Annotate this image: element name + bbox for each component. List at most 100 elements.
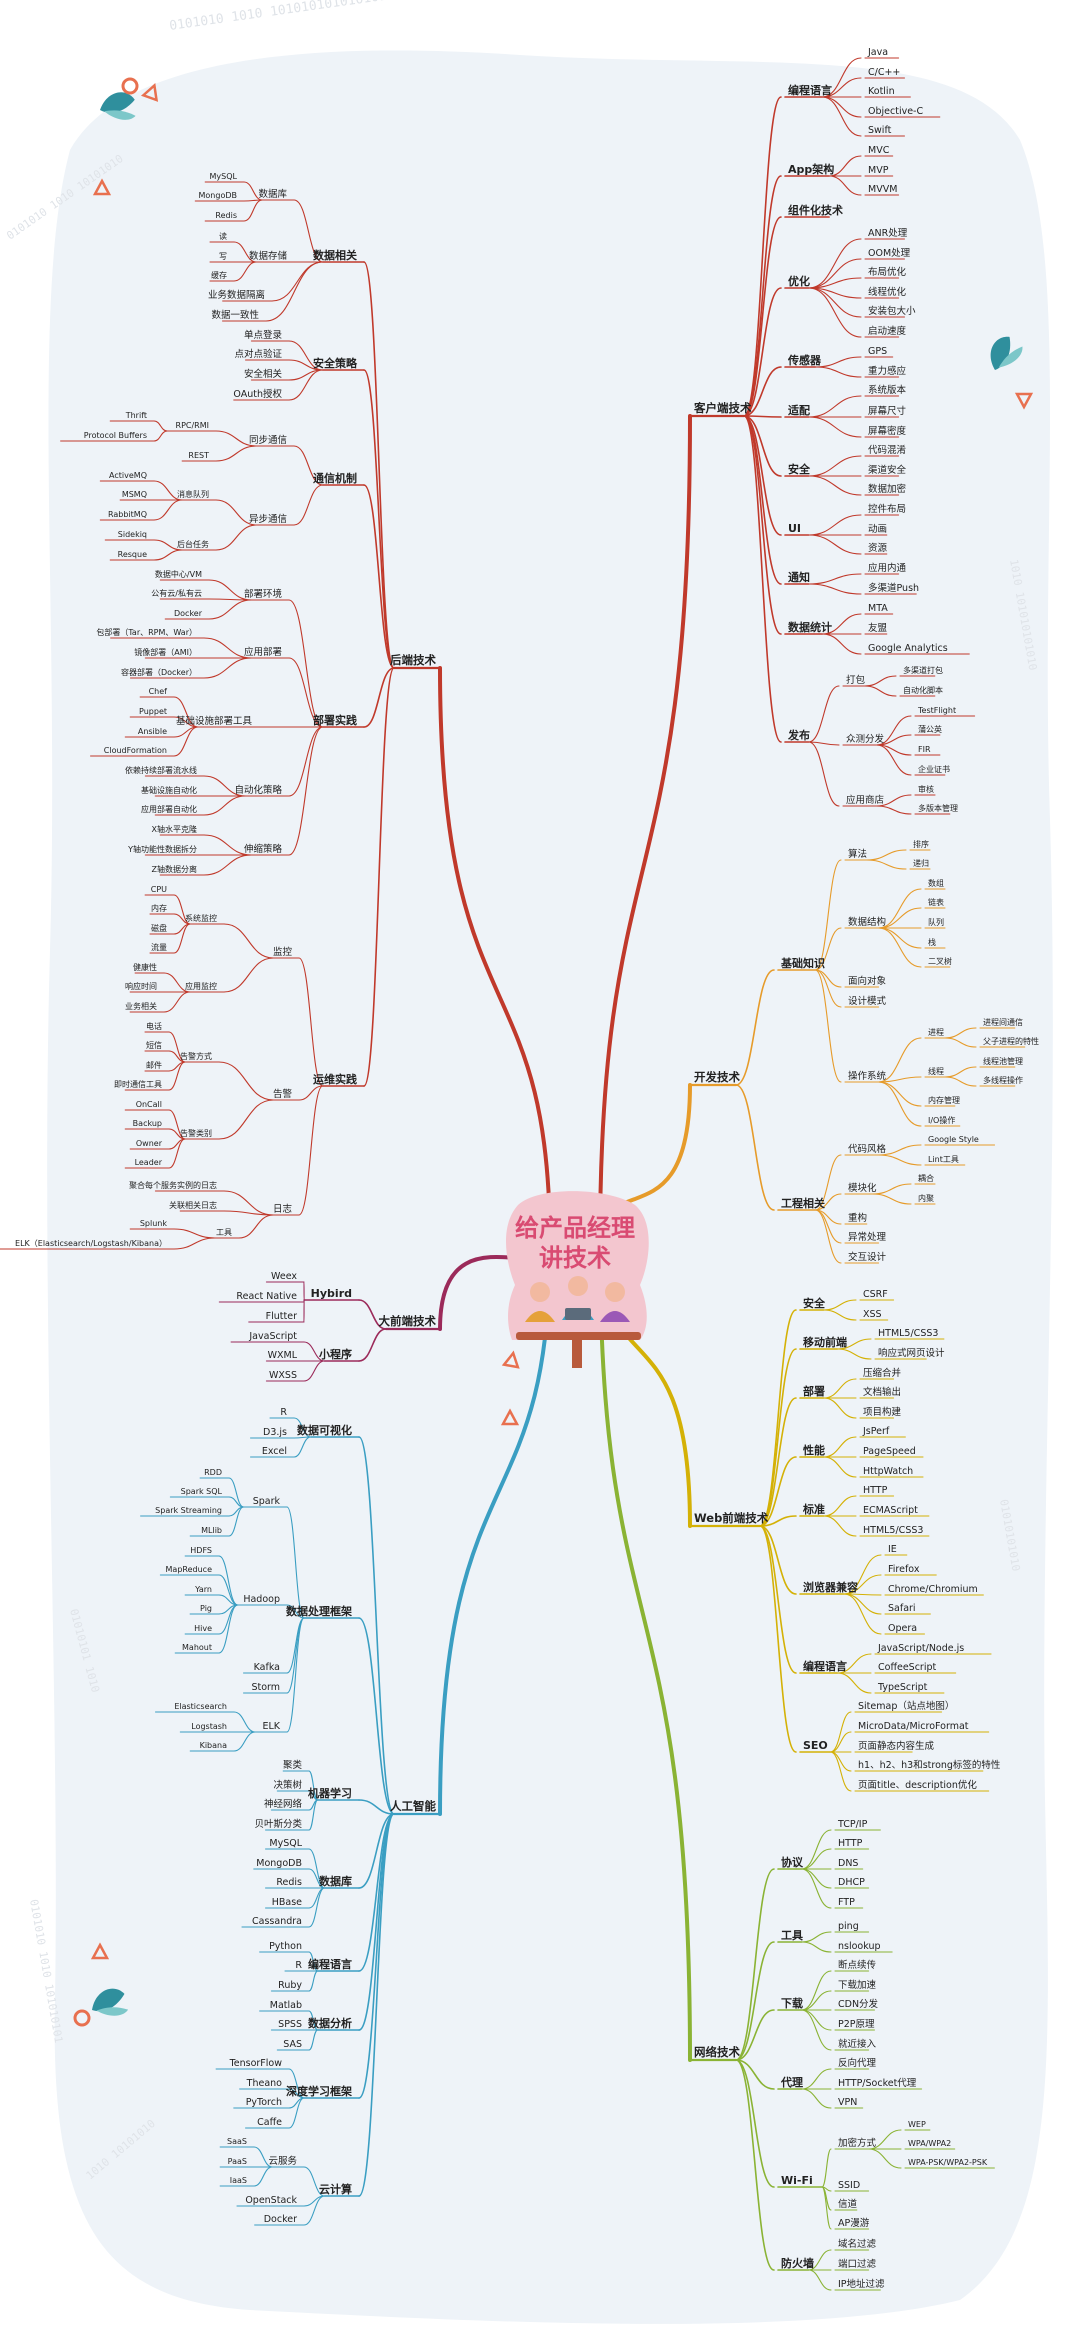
branch-link — [168, 1031, 186, 1063]
branch-link — [208, 599, 252, 620]
branch-link — [759, 1397, 797, 1527]
node-label: WXSS — [269, 1370, 297, 1381]
branch-link — [358, 1299, 387, 1330]
branch-link — [173, 894, 191, 925]
node-label: 浏览器兼容 — [803, 1580, 858, 1594]
node-label: 响应式网页设计 — [878, 1347, 945, 1359]
node-label: 异常处理 — [848, 1231, 887, 1243]
node-label: Protocol Buffers — [84, 431, 147, 440]
node-label: MTA — [868, 603, 888, 614]
node-label: Sidekiq — [118, 530, 147, 539]
node-label: 耦合 — [918, 1173, 934, 1183]
node-label: 部署 — [803, 1384, 825, 1398]
node-label: 单点登录 — [244, 329, 283, 341]
node-label: Kibana — [200, 1741, 228, 1750]
node-label: 反向代理 — [838, 2057, 877, 2069]
node-label: AP漫游 — [838, 2217, 870, 2229]
branch-link — [153, 549, 183, 561]
node-label: Spark Streaming — [155, 1506, 222, 1515]
node-label: Lint工具 — [928, 1155, 959, 1164]
node-label: Chrome/Chromium — [888, 1584, 978, 1595]
branch-link — [807, 2249, 832, 2271]
branch-link — [233, 261, 257, 282]
node-label: 数据相关 — [313, 248, 357, 262]
branch-link — [358, 1436, 395, 1815]
node-label: 友盟 — [868, 622, 888, 634]
branch-link — [823, 1397, 857, 1419]
node-label: 小程序 — [318, 1347, 352, 1361]
node-label: 压缩合并 — [863, 1367, 902, 1379]
branch-link — [293, 445, 324, 486]
node-label: JavaScript/Node.js — [877, 1643, 964, 1654]
branch-link — [173, 1237, 216, 1250]
node-label: D3.js — [263, 1427, 287, 1438]
node-label: TCP/IP — [837, 1819, 868, 1830]
node-label: SEO — [803, 1739, 828, 1752]
branch-link — [808, 455, 862, 477]
node-label: Hadoop — [243, 1594, 280, 1605]
node-label: Cassandra — [252, 1916, 302, 1927]
node-label: 自动化策略 — [234, 784, 282, 796]
node-label: CPU — [151, 885, 167, 894]
node-label: 启动速度 — [868, 325, 907, 337]
branch-link — [358, 1813, 395, 1889]
node-label: Ruby — [278, 1980, 302, 1991]
branch-link — [814, 1209, 842, 1264]
node-label: Excel — [262, 1446, 287, 1457]
node-label: App架构 — [788, 162, 834, 176]
node-label: 蒲公英 — [918, 724, 942, 734]
node-label: 栈 — [928, 937, 936, 947]
node-label: Objective-C — [868, 106, 923, 117]
node-label: 防火墙 — [781, 2256, 814, 2270]
node-label: 屏幕尺寸 — [868, 405, 907, 417]
branch-link — [743, 216, 782, 417]
node-label: ECMAScript — [863, 1505, 918, 1516]
node-label: Weex — [271, 1271, 297, 1282]
branch-link — [808, 475, 862, 496]
node-label: XSS — [863, 1309, 882, 1320]
node-label: 工具 — [216, 1228, 232, 1237]
branch-link — [814, 969, 842, 1083]
node-label: Storm — [251, 1682, 280, 1693]
branch-link — [173, 696, 199, 728]
node-label: Caffe — [257, 2117, 282, 2128]
branch-link — [743, 415, 782, 418]
node-label: Java — [867, 47, 888, 58]
node-label: 协议 — [781, 1855, 804, 1869]
main-branch-label-network: 网络技术 — [694, 2045, 740, 2059]
node-label: 依赖持续部署流水线 — [125, 765, 197, 775]
triangle-icon — [92, 178, 112, 196]
node-label: SaaS — [227, 2137, 247, 2146]
node-label: 健康性 — [133, 962, 157, 972]
branch-link — [288, 369, 324, 401]
node-label: 域名过滤 — [838, 2238, 877, 2250]
triangle-icon — [140, 82, 159, 102]
node-label: 安全策略 — [313, 356, 358, 370]
branch-link — [801, 2009, 832, 2051]
branch-link — [735, 2059, 775, 2090]
node-label: 日志 — [273, 1203, 292, 1215]
node-label: 后台任务 — [177, 539, 209, 549]
node-label: 进程间通信 — [983, 1017, 1023, 1027]
branch-link — [836, 1672, 872, 1694]
branch-link — [228, 1506, 245, 1537]
node-label: R — [280, 1407, 287, 1418]
node-label: 算法 — [848, 848, 867, 860]
branch-link — [218, 1574, 239, 1606]
branch-link — [829, 1731, 852, 1753]
branch-link — [743, 415, 782, 477]
node-label: 聚合每个服务实例的日志 — [129, 1180, 217, 1190]
node-label: 信道 — [838, 2198, 858, 2210]
node-label: 部署环境 — [244, 588, 283, 600]
node-label: OpenStack — [245, 2195, 297, 2206]
node-label: PaaS — [228, 2157, 247, 2166]
leaf-icon — [92, 1988, 129, 2016]
node-label: 控件布局 — [868, 503, 906, 515]
node-label: Z轴数据分离 — [152, 864, 197, 874]
branch-link — [233, 1731, 256, 1752]
branch-link — [944, 1076, 977, 1087]
node-label: WPA-PSK/WPA2-PSK — [908, 2158, 988, 2167]
node-label: 编程语言 — [308, 1957, 352, 1971]
branch-link — [823, 1515, 857, 1537]
